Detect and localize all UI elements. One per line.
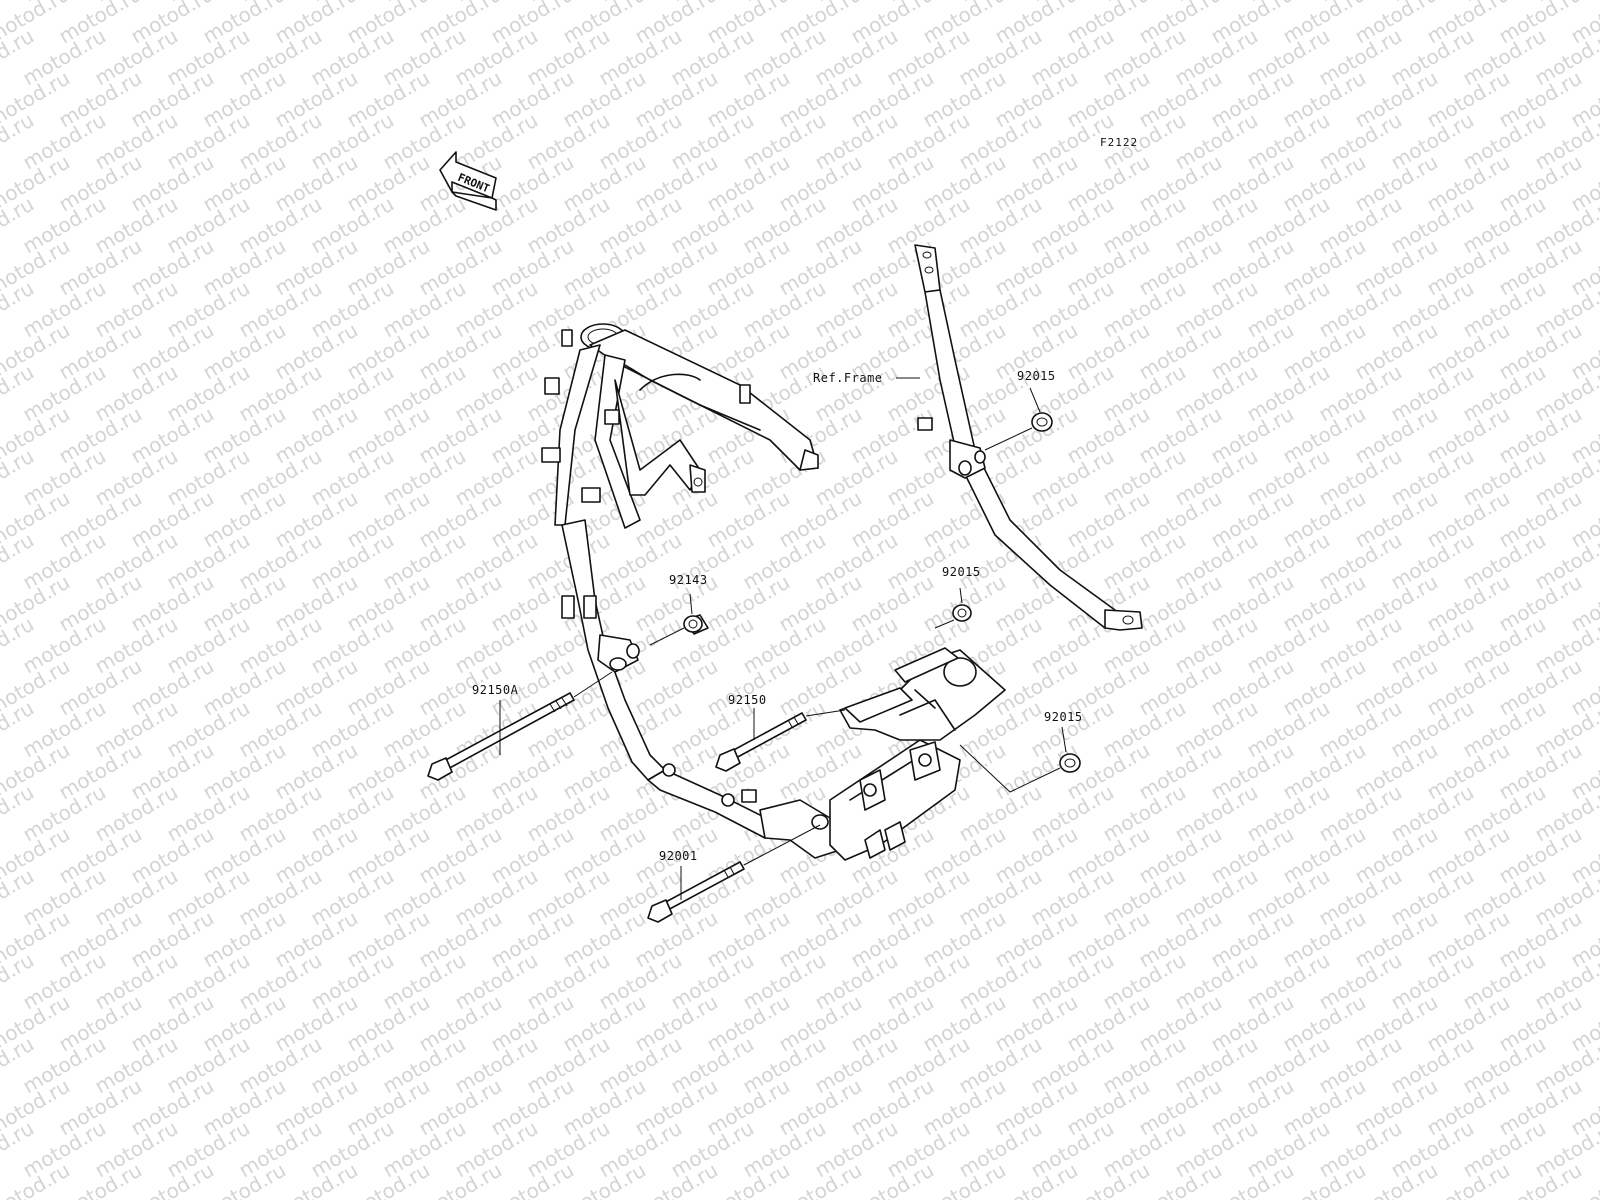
diagram-code: F2122 [1100, 136, 1138, 149]
callout-92150: 92150 [728, 693, 767, 707]
callouts: Ref.Frame 92015 92015 92015 92143 92150A… [472, 369, 1083, 863]
bolt-92001 [647, 861, 745, 923]
callout-92150a: 92150A [472, 683, 519, 697]
callout-ref-frame: Ref.Frame [813, 371, 883, 385]
callout-92001: 92001 [659, 849, 698, 863]
callout-92015-top: 92015 [1017, 369, 1056, 383]
collar-92143 [683, 614, 709, 635]
nut-92015-low [1059, 753, 1081, 773]
engine-mount-crossmember [839, 647, 1006, 741]
ref-frame [914, 244, 1143, 631]
nut-92015-top [1031, 412, 1053, 432]
bolt-92150 [715, 712, 807, 772]
bolt-92150a [427, 692, 575, 781]
leader-lines [499, 377, 1067, 900]
callout-92143: 92143 [669, 573, 708, 587]
main-frame [541, 323, 961, 861]
callout-92015-mid: 92015 [942, 565, 981, 579]
front-arrow-icon: FRONT [439, 151, 497, 211]
callout-92015-low: 92015 [1044, 710, 1083, 724]
nut-92015-mid [952, 604, 972, 622]
